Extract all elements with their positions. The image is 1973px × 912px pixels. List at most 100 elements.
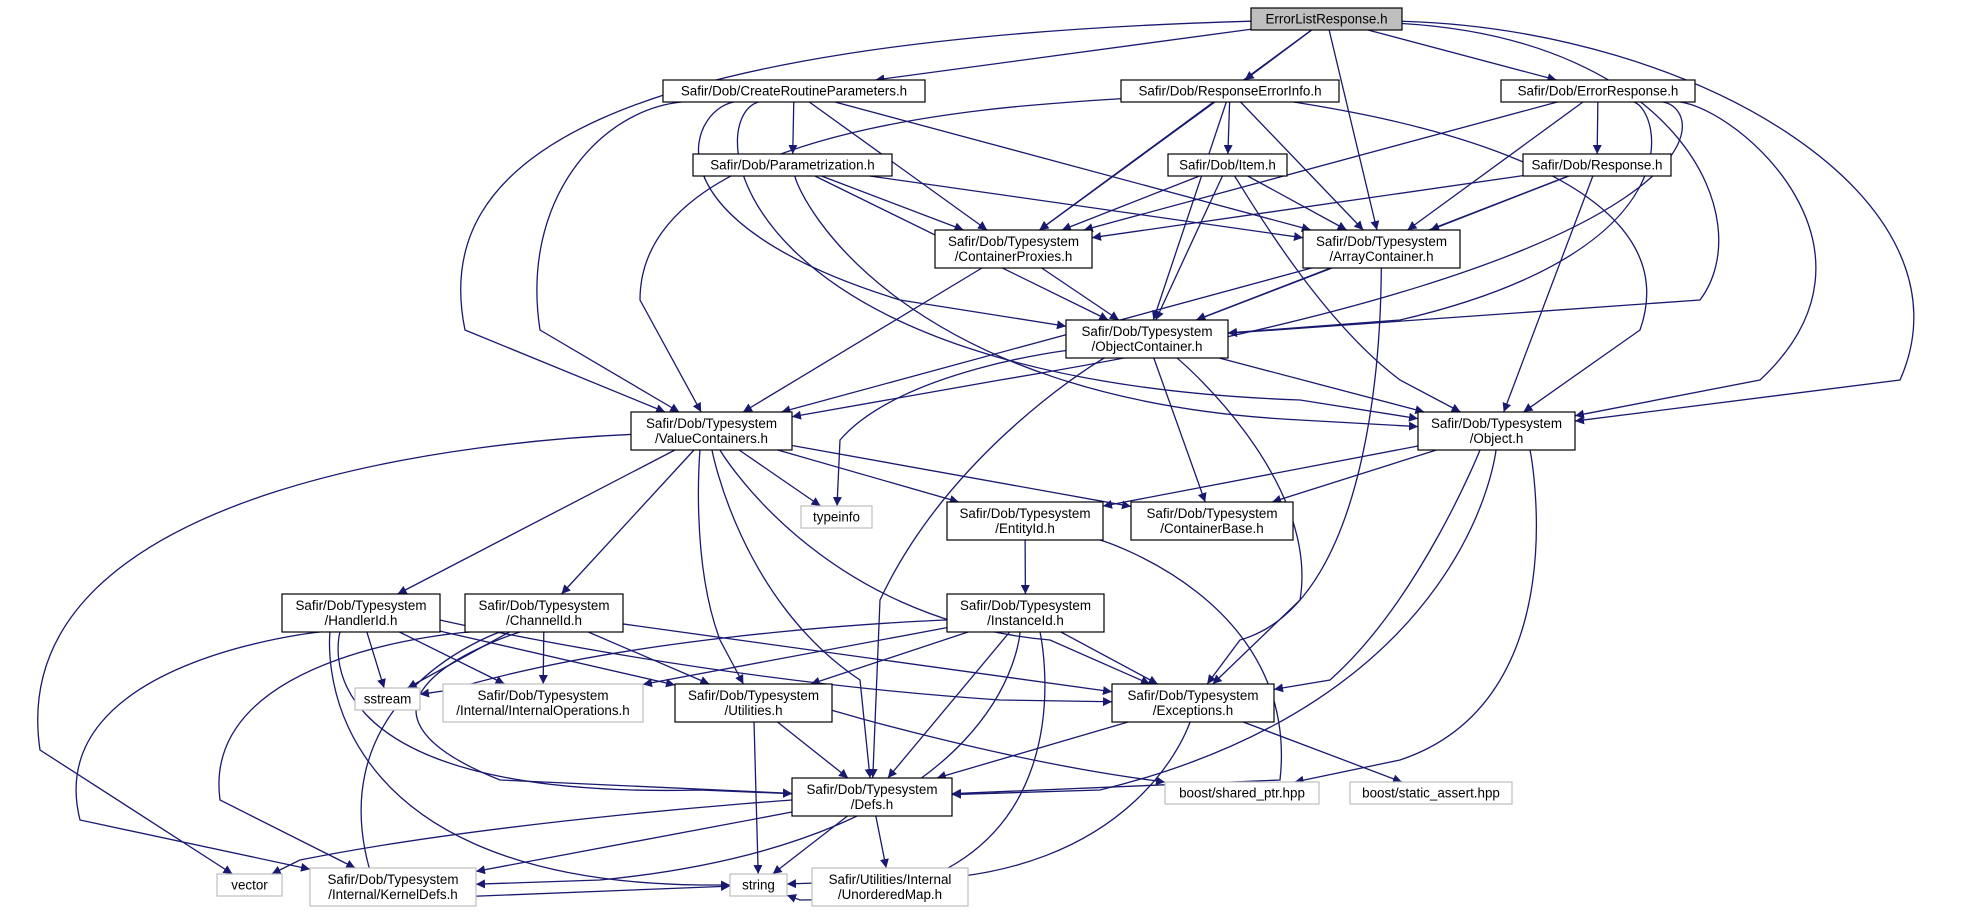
node-er[interactable]: Safir/Dob/ErrorResponse.h	[1500, 79, 1696, 103]
edge-root-to-er	[1367, 29, 1557, 83]
edge-rei-to-obj	[1293, 101, 1648, 413]
edge-util-to-defs	[777, 721, 849, 779]
edge-cid-to-defs	[415, 631, 793, 798]
node-rei[interactable]: Safir/Dob/ResponseErrorInfo.h	[1120, 79, 1340, 103]
edge-item-to-oc	[1155, 175, 1223, 321]
node-box	[1302, 229, 1461, 269]
node-cid[interactable]: Safir/Dob/Typesystem/ChannelId.h	[464, 593, 624, 633]
node-label: /HandlerId.h	[325, 613, 398, 628]
edge-crp-to-obj	[736, 101, 1419, 422]
edge-er-to-obj	[1574, 101, 1817, 419]
edge-crp-to-ac	[834, 101, 1312, 233]
node-label: Safir/Utilities/Internal	[829, 872, 952, 887]
node-eid[interactable]: Safir/Dob/Typesystem/EntityId.h	[946, 501, 1104, 541]
edge-crp-to-par	[788, 101, 798, 155]
edge-iid-to-util	[810, 631, 969, 686]
node-label: Safir/Dob/Typesystem	[1147, 506, 1278, 521]
node-resp[interactable]: Safir/Dob/Response.h	[1522, 153, 1672, 177]
node-util[interactable]: Safir/Dob/Typesystem/Utilities.h	[674, 683, 833, 723]
node-cp[interactable]: Safir/Dob/Typesystem/ContainerProxies.h	[934, 229, 1093, 269]
node-vc[interactable]: Safir/Dob/Typesystem/ValueContainers.h	[630, 411, 793, 451]
node-label: string	[742, 878, 775, 893]
edge-vc-to-cid	[561, 449, 695, 595]
edge-hid-to-iops	[399, 631, 505, 685]
node-vector: vector	[216, 873, 283, 897]
node-label: Safir/Dob/CreateRoutineParameters.h	[681, 84, 907, 99]
node-box	[354, 687, 421, 711]
node-box	[1417, 411, 1576, 451]
node-oc[interactable]: Safir/Dob/Typesystem/ObjectContainer.h	[1065, 319, 1229, 359]
edge-er-to-resp	[1592, 101, 1602, 155]
edge-vc-to-vector	[37, 433, 632, 875]
node-cb[interactable]: Safir/Dob/Typesystem/ContainerBase.h	[1130, 501, 1294, 541]
node-crp[interactable]: Safir/Dob/CreateRoutineParameters.h	[662, 79, 926, 103]
edge-rei-to-ac	[1240, 101, 1364, 231]
node-typeinfo: typeinfo	[800, 505, 873, 529]
node-box	[1522, 153, 1672, 177]
node-box	[692, 153, 893, 177]
node-box	[1120, 79, 1340, 103]
node-box	[1111, 683, 1275, 723]
node-label: /Exceptions.h	[1153, 703, 1233, 718]
node-label: /ValueContainers.h	[655, 431, 768, 446]
node-box	[1349, 781, 1513, 805]
node-label: Safir/Dob/Typesystem	[1431, 416, 1562, 431]
edge-oc-to-exc	[1176, 357, 1303, 685]
node-box	[464, 593, 624, 633]
node-label: typeinfo	[813, 510, 860, 525]
node-hid[interactable]: Safir/Dob/Typesystem/HandlerId.h	[281, 593, 441, 633]
node-box	[662, 79, 926, 103]
edge-iid-to-defs	[887, 631, 1011, 779]
node-box	[729, 873, 788, 897]
edge-er-to-vc	[791, 101, 1683, 420]
node-label: Safir/Dob/Response.h	[1531, 158, 1662, 173]
node-label: Safir/Dob/Typesystem	[328, 872, 459, 887]
edge-cid-to-string	[360, 631, 731, 901]
edge-vc-to-exc	[719, 449, 1151, 685]
node-box	[674, 683, 833, 723]
edge-item-to-obj	[1234, 175, 1461, 413]
node-label: Safir/Dob/Parametrization.h	[710, 158, 874, 173]
node-label: vector	[231, 878, 268, 893]
node-box	[1164, 781, 1320, 805]
edge-vc-to-eid	[777, 449, 959, 504]
node-box	[1167, 153, 1288, 177]
edge-rei-to-vc	[639, 97, 1122, 413]
node-label: Safir/Dob/ErrorResponse.h	[1518, 84, 1679, 99]
edge-item-to-ac	[1247, 175, 1347, 231]
node-root[interactable]: ErrorListResponse.h	[1250, 7, 1403, 31]
edge-oc-to-obj	[1219, 357, 1425, 415]
node-item[interactable]: Safir/Dob/Item.h	[1167, 153, 1288, 177]
node-label: /Internal/InternalOperations.h	[456, 703, 629, 718]
node-par[interactable]: Safir/Dob/Parametrization.h	[692, 153, 893, 177]
node-label: Safir/Dob/Typesystem	[807, 782, 938, 797]
node-box	[946, 593, 1105, 633]
node-label: Safir/Dob/Typesystem	[960, 598, 1091, 613]
node-exc[interactable]: Safir/Dob/Typesystem/Exceptions.h	[1111, 683, 1275, 723]
edge-vc-to-defs	[711, 449, 874, 779]
edge-hid-to-defs	[337, 631, 793, 798]
edge-hid-to-exc	[439, 619, 1113, 707]
node-label: /Utilities.h	[724, 703, 782, 718]
edge-cp-to-vc	[742, 267, 983, 413]
node-label: Safir/Dob/ResponseErrorInfo.h	[1138, 84, 1321, 99]
node-box	[216, 873, 283, 897]
edge-item-to-cp	[1061, 175, 1200, 231]
edge-defs-to-vector	[271, 799, 793, 875]
edge-defs-to-umap	[875, 815, 889, 869]
node-iid[interactable]: Safir/Dob/Typesystem/InstanceId.h	[946, 593, 1105, 633]
node-defs[interactable]: Safir/Dob/Typesystem/Defs.h	[791, 777, 953, 817]
edge-er-to-ac	[1407, 101, 1584, 231]
edge-cid-to-util	[587, 631, 710, 685]
node-label: /InstanceId.h	[987, 613, 1064, 628]
edge-oc-to-defs	[868, 357, 1105, 779]
node-box	[630, 411, 793, 451]
edge-obj-to-defs	[951, 449, 1497, 799]
edge-rei-to-item	[1223, 101, 1233, 155]
node-label: /ContainerProxies.h	[955, 249, 1073, 264]
node-ac[interactable]: Safir/Dob/Typesystem/ArrayContainer.h	[1302, 229, 1461, 269]
node-label: Safir/Dob/Item.h	[1179, 158, 1276, 173]
node-bsp: boost/shared_ptr.hpp	[1164, 781, 1320, 805]
node-obj[interactable]: Safir/Dob/Typesystem/Object.h	[1417, 411, 1576, 451]
node-label: Safir/Dob/Typesystem	[960, 506, 1091, 521]
